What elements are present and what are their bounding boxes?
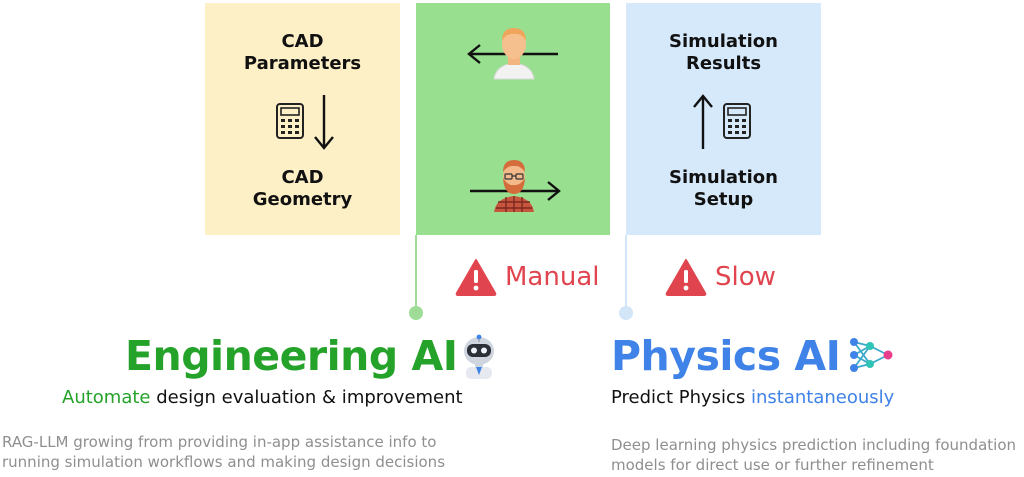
robot-icon	[464, 334, 494, 379]
down-arrow-icon	[314, 95, 334, 150]
physics-ai-subtitle: Predict Physics instantaneously	[611, 387, 894, 409]
simulation-setup-label: Simulation Setup	[669, 167, 778, 210]
physics-connector-line	[625, 235, 627, 313]
automate-highlight: Automate	[62, 387, 151, 408]
warning-triangle-icon	[455, 259, 497, 296]
engineering-ai-subtitle-rest: design evaluation & improvement	[150, 387, 463, 408]
calculator-icon	[276, 103, 304, 139]
manual-warning-label: Manual	[505, 262, 600, 292]
engineering-ai-description: RAG-LLM growing from providing in-app as…	[2, 433, 446, 471]
physics-ai-title: Physics AI	[611, 332, 841, 380]
physics-connector-dot	[619, 306, 633, 320]
physics-ai-subtitle-prefix: Predict Physics	[611, 387, 752, 408]
simulation-panel: Simulation Results Simulation Setup	[626, 3, 821, 235]
warning-triangle-icon	[665, 259, 707, 296]
calculator-icon	[723, 103, 751, 139]
cad-panel: CAD Parameters CAD Geometry	[205, 3, 400, 235]
engineering-connector-dot	[409, 306, 423, 320]
cad-parameters-label: CAD Parameters	[243, 31, 362, 74]
instantaneously-highlight: instantaneously	[751, 387, 895, 408]
cad-geometry-label: CAD Geometry	[252, 167, 353, 210]
bearded-engineer-avatar-icon	[494, 160, 534, 212]
simulation-results-label: Simulation Results	[669, 31, 778, 74]
engineer-avatar-icon	[493, 28, 535, 80]
slow-warning-label: Slow	[715, 262, 776, 292]
engineering-ai-title: Engineering AI	[125, 332, 458, 380]
physics-ai-description: Deep learning physics prediction includi…	[611, 436, 1016, 474]
engineering-ai-subtitle: Automate design evaluation & improvement	[62, 387, 463, 409]
engineering-connector-line	[415, 235, 417, 313]
neural-network-icon	[850, 338, 893, 372]
manual-panel	[416, 3, 610, 235]
up-arrow-icon	[693, 94, 713, 149]
